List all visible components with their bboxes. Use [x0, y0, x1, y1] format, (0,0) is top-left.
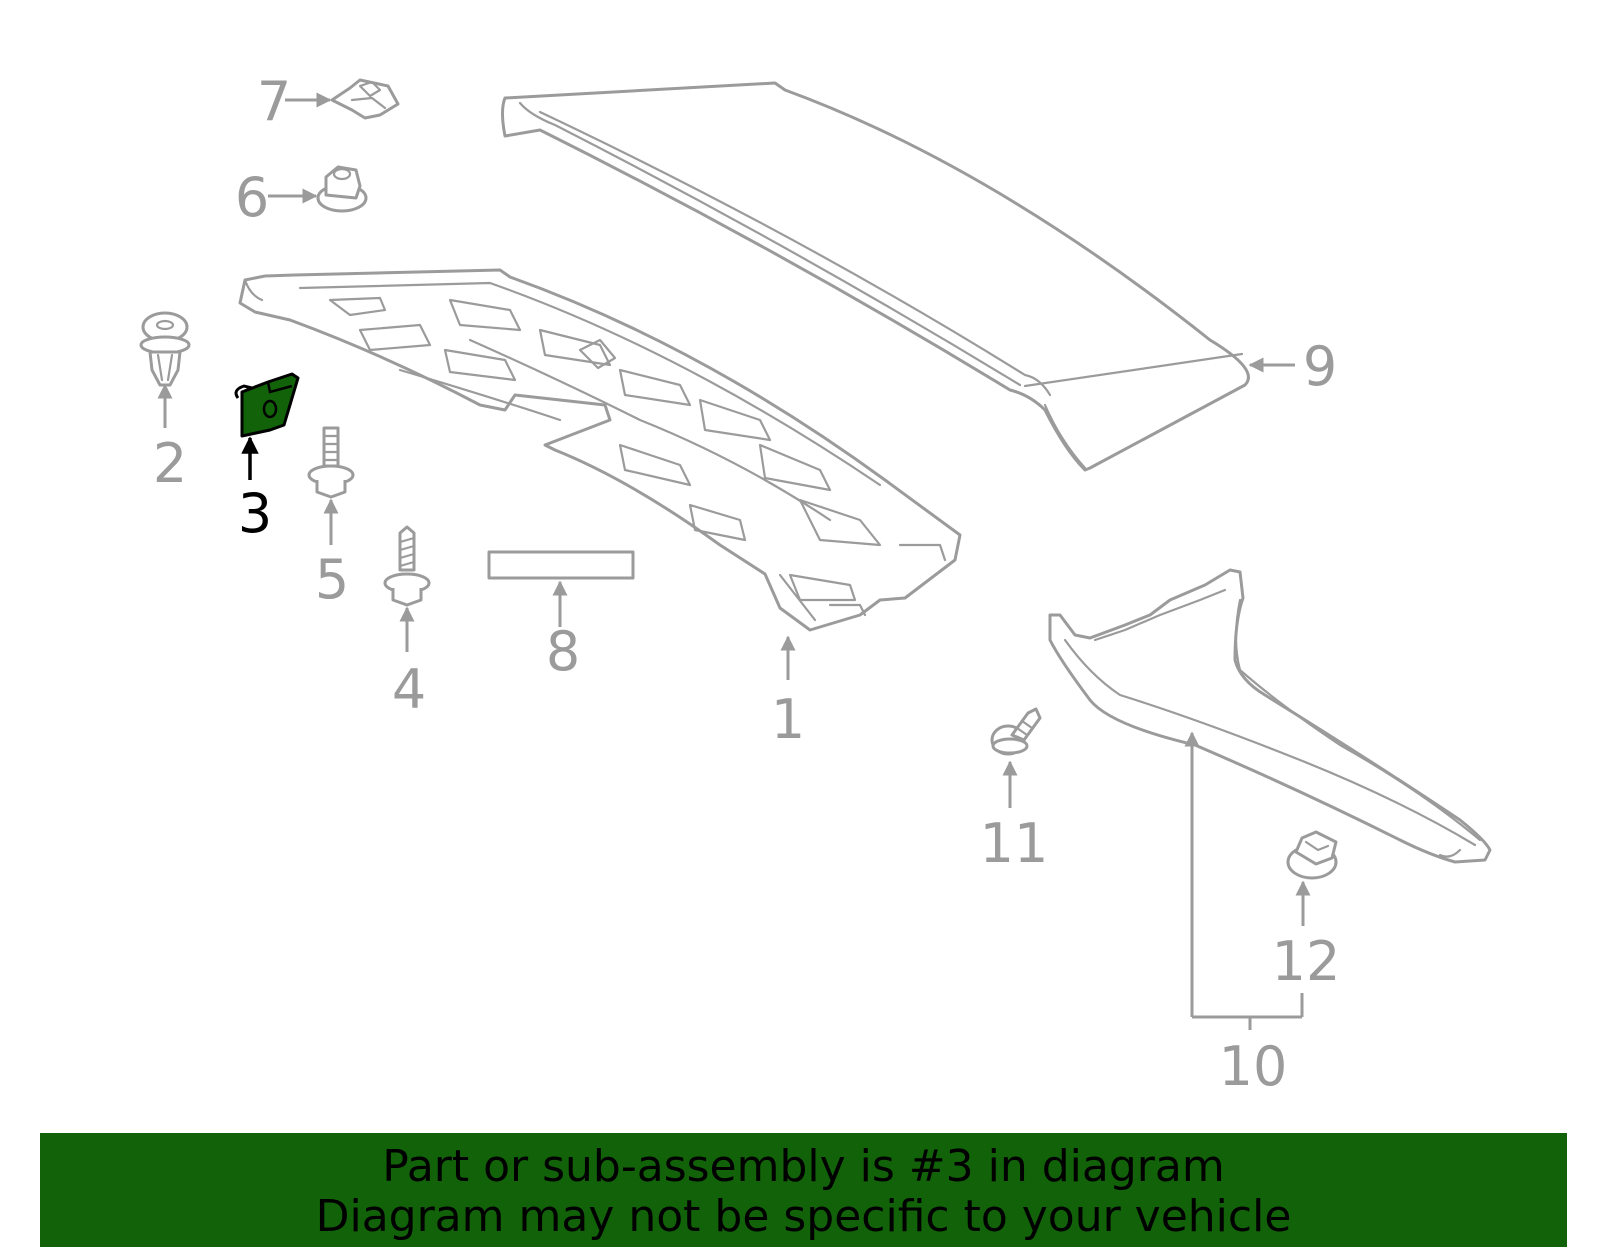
callout-10: 10 [1219, 1035, 1288, 1098]
part-12-clip[interactable] [1286, 830, 1338, 880]
callout-5: 5 [315, 548, 349, 611]
part-1-trunk-panel[interactable] [238, 268, 962, 632]
part-8-tape-strip[interactable] [487, 550, 635, 580]
leader-10 [1190, 737, 1304, 1030]
banner-line-1: Part or sub-assembly is #3 in diagram [382, 1141, 1225, 1192]
part-2-push-clip[interactable] [139, 311, 191, 387]
callout-4: 4 [392, 658, 426, 721]
callout-9: 9 [1303, 335, 1337, 398]
callout-3: 3 [238, 482, 272, 545]
part-11-retainer[interactable] [990, 707, 1042, 756]
part-5-bolt[interactable] [307, 426, 355, 499]
callout-8: 8 [546, 620, 580, 683]
banner-line-2: Diagram may not be specific to your vehi… [315, 1191, 1292, 1242]
callout-6: 6 [235, 166, 269, 229]
part-6-nut[interactable] [316, 165, 368, 213]
part-10-pillar-trim[interactable] [1048, 568, 1492, 864]
part-4-screw[interactable] [383, 525, 431, 607]
part-7-clip-nut[interactable] [330, 78, 400, 120]
callout-1: 1 [771, 688, 805, 751]
callout-2: 2 [153, 432, 187, 495]
part-9-spoiler[interactable] [501, 81, 1250, 472]
info-banner: Part or sub-assembly is #3 in diagram Di… [40, 1133, 1567, 1247]
callout-7: 7 [257, 70, 291, 133]
part-3-bracket-highlighted[interactable] [234, 372, 300, 438]
callout-11: 11 [980, 812, 1049, 875]
callout-12: 12 [1272, 930, 1341, 993]
